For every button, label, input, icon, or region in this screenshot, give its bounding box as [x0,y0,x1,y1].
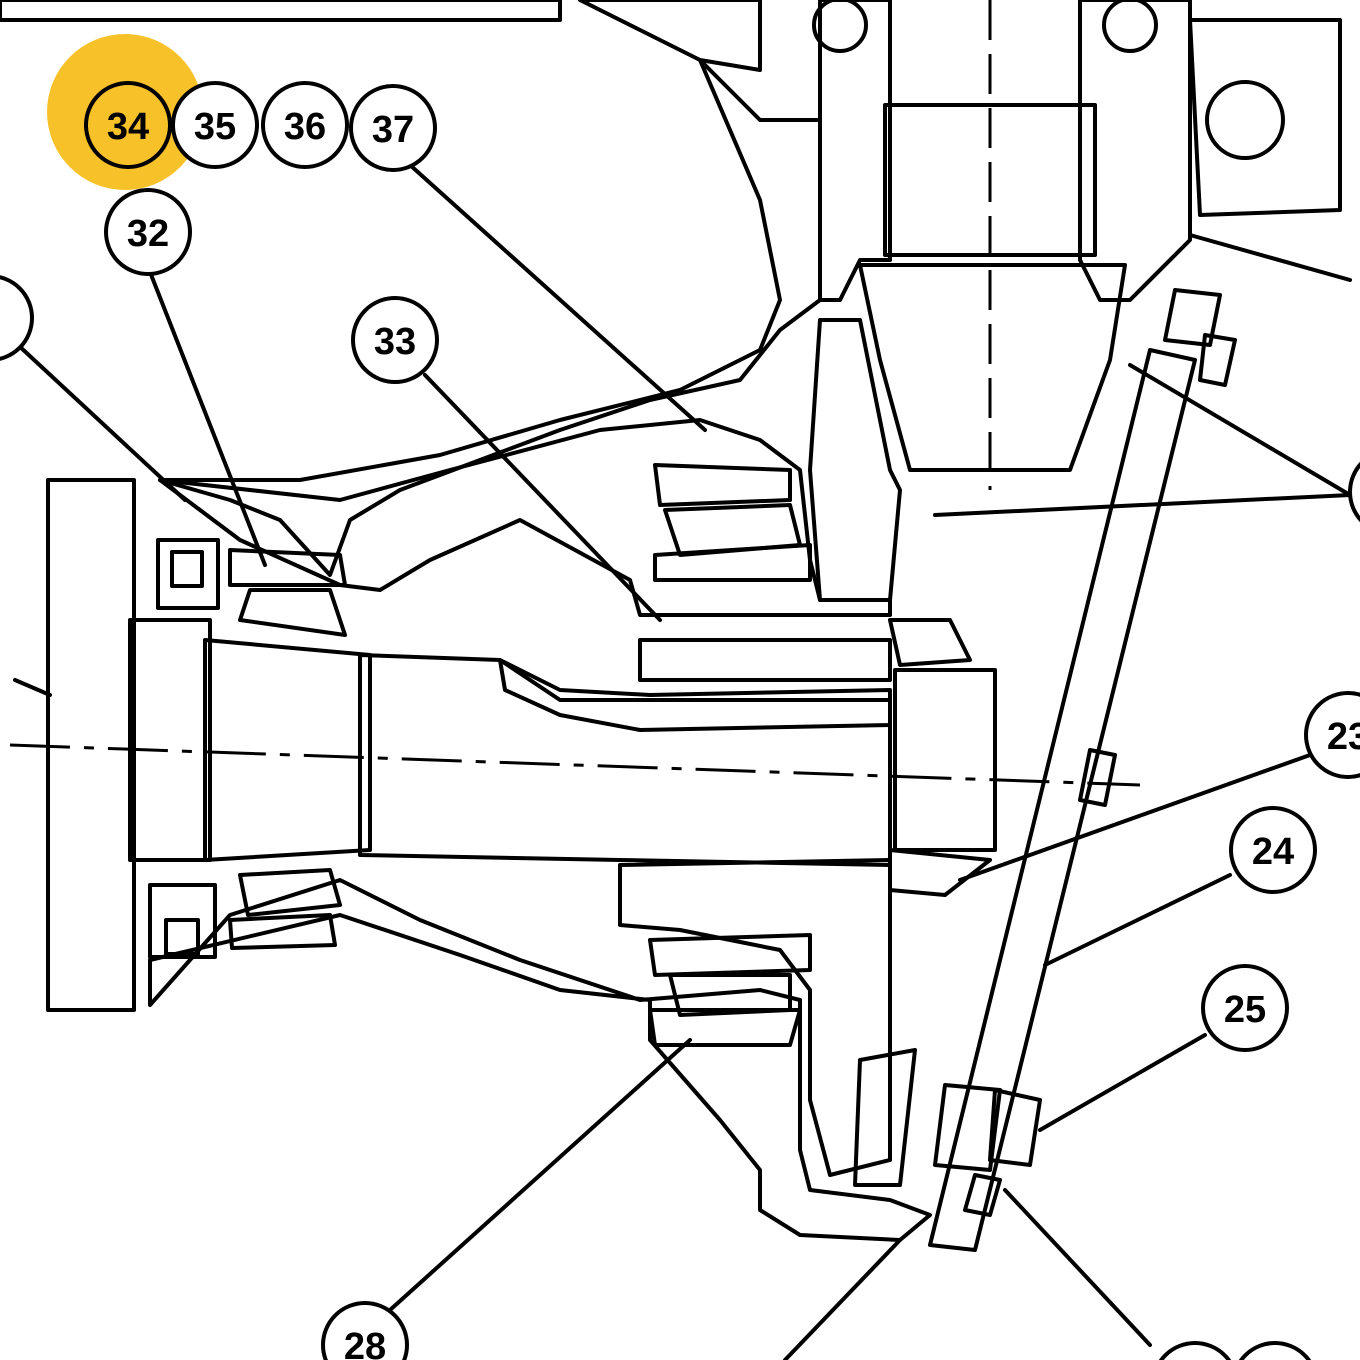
bearing-upper-right [653,463,812,582]
callout-24[interactable]: 24 [1229,806,1317,894]
callout-24-label: 24 [1252,831,1294,873]
callout-36[interactable]: 36 [261,81,349,169]
callout-33-label: 33 [374,321,416,363]
callout-35[interactable]: 35 [171,81,259,169]
callout-37[interactable]: 37 [349,84,437,172]
housing-lower [148,858,932,1242]
callout-partial-right[interactable] [1348,450,1360,534]
callout-36-label: 36 [284,106,326,148]
callout-28[interactable]: 28 [321,1301,409,1360]
callout-partial-bottom-b[interactable] [1233,1341,1317,1360]
callout-23[interactable]: 23 [1304,691,1360,779]
cover-plate [853,288,1237,1252]
callout-34[interactable]: 34 [84,81,172,169]
callout-37-label: 37 [372,109,414,151]
input-housing [808,0,1342,602]
callout-32-label: 32 [127,213,169,255]
spline-sleeve [888,618,997,897]
callout-33[interactable]: 33 [351,296,439,384]
callout-28-label: 28 [344,1326,386,1360]
callout-34-label: 34 [107,106,149,148]
bearing-upper-left [156,538,347,637]
callout-25[interactable]: 25 [1201,964,1289,1052]
highlight-marker [47,34,203,190]
callout-23-label: 23 [1327,716,1360,758]
callout-partial-left[interactable] [0,275,34,361]
bearing-lower-left [148,868,342,959]
leader-lines [13,163,1352,1360]
bearing-lower-right [648,933,812,1047]
callout-35-label: 35 [194,106,236,148]
callout-partial-bottom-a[interactable] [1153,1341,1237,1360]
callout-32[interactable]: 32 [104,188,192,276]
spindle-shaft [9,478,1141,1012]
callout-25-label: 25 [1224,989,1266,1031]
